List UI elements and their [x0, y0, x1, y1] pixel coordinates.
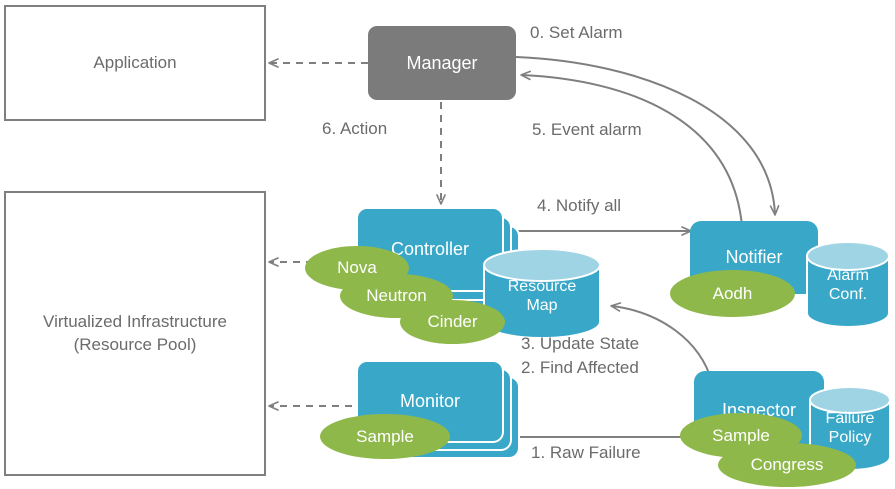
project-cinder[interactable]: Cinder [400, 300, 505, 344]
notifier-label: Notifier [725, 247, 783, 267]
infrastructure-box[interactable]: Virtualized Infrastructure (Resource Poo… [4, 191, 266, 476]
alarm-conf-cylinder-shape [806, 241, 890, 328]
infrastructure-label-line2: (Resource Pool) [73, 334, 197, 354]
project-aodh-label: Aodh [712, 283, 753, 303]
edge-label-step-6: 6. Action [322, 119, 388, 138]
application-box[interactable]: Application [4, 5, 266, 121]
project-aodh[interactable]: Aodh [670, 270, 795, 317]
edge-label-step-4: 4. Notify all [537, 196, 622, 215]
edge-label-step-0: 0. Set Alarm [530, 23, 623, 42]
project-cinder-label: Cinder [427, 312, 478, 331]
alarm-conf-datastore[interactable]: Alarm Conf. [805, 240, 891, 330]
edge-label-step-2: 2. Find Affected [521, 358, 639, 377]
project-neutron-label: Neutron [366, 286, 427, 305]
edge-label-step-3: 3. Update State [521, 334, 640, 353]
resource-map-cylinder-shape [483, 248, 601, 339]
monitor-label: Monitor [399, 391, 461, 411]
project-sample-monitor-label: Sample [356, 426, 414, 446]
manager-label: Manager [406, 52, 478, 73]
infrastructure-label-line1: Virtualized Infrastructure [43, 311, 227, 331]
project-congress[interactable]: Congress [718, 443, 856, 487]
project-sample-inspector-label: Sample [712, 425, 770, 445]
edge-label-step-1: 1. Raw Failure [531, 443, 641, 462]
application-label: Application [93, 52, 177, 72]
project-sample-monitor[interactable]: Sample [320, 414, 450, 459]
controller-label: Controller [390, 239, 470, 259]
project-congress-label: Congress [750, 455, 824, 474]
manager-node[interactable]: Manager [368, 26, 516, 100]
edge-label-step-5: 5. Event alarm [532, 120, 642, 139]
project-nova-label: Nova [337, 258, 377, 277]
